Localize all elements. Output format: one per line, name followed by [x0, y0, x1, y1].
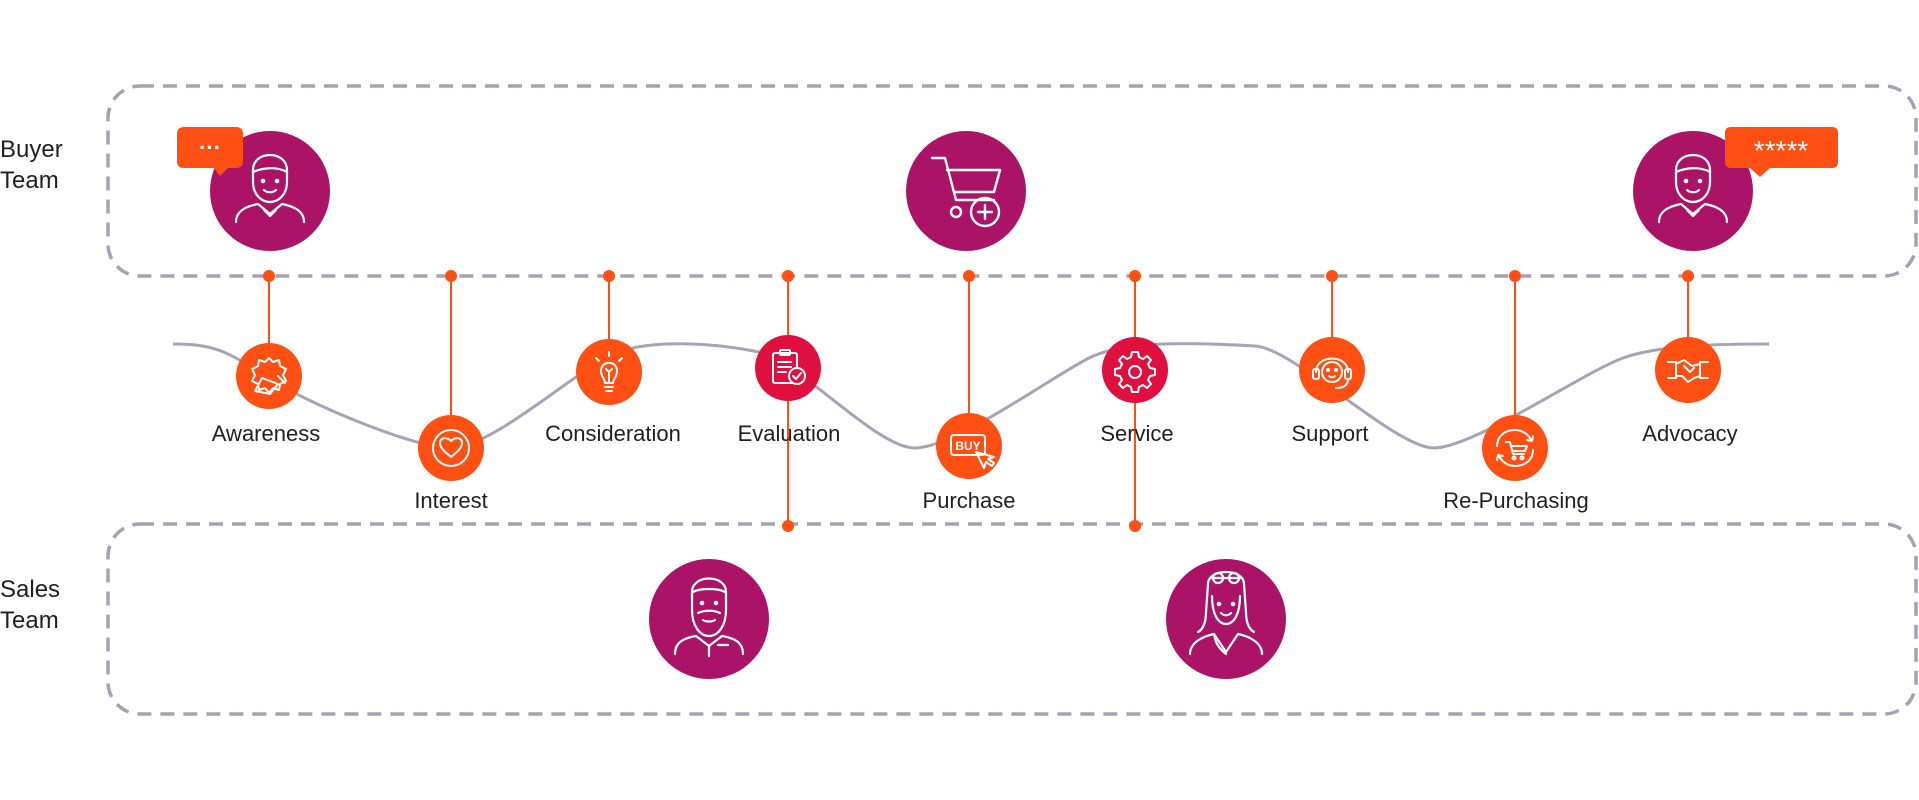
- stage-label-advocacy: Advocacy: [1642, 421, 1737, 446]
- gear-icon: [1114, 351, 1156, 393]
- rating-bubble: *****: [1725, 127, 1838, 177]
- stage-labels: Awareness Interest Consideration Evaluat…: [212, 421, 1738, 513]
- stage-service: [1102, 337, 1168, 403]
- sales-team-box: [106, 522, 1918, 716]
- cart-refresh-icon: [1496, 429, 1534, 467]
- buyer-person-icon: [234, 154, 306, 224]
- sales-avatar-1: [649, 559, 769, 679]
- stage-node: [236, 343, 302, 409]
- svg-text:BUY: BUY: [955, 439, 980, 453]
- buyer-person-icon: [1657, 154, 1729, 224]
- stage-awareness: [236, 343, 302, 409]
- buyer-team-label: Buyer Team: [0, 136, 69, 194]
- stage-label-consideration: Consideration: [545, 421, 681, 446]
- sales-team-label: Sales Team: [0, 576, 67, 634]
- handshake-icon: [1667, 359, 1709, 383]
- stage-label-purchase: Purchase: [923, 488, 1016, 513]
- woman-sunglasses-icon: [1188, 571, 1264, 656]
- chat-bubble: ···: [177, 127, 243, 176]
- buyer-team-box: [106, 84, 1918, 278]
- stage-label-support: Support: [1291, 421, 1368, 446]
- stage-label-re-purchasing: Re-Purchasing: [1443, 488, 1589, 513]
- connector-dots: [263, 270, 1694, 532]
- stage-evaluation: [755, 335, 821, 401]
- buyer-avatar-3: *****: [1633, 127, 1838, 251]
- stage-advocacy: [1655, 337, 1721, 403]
- svg-text:···: ···: [199, 135, 221, 160]
- stage-node: [418, 415, 484, 481]
- sales-avatar-2: [1166, 559, 1286, 679]
- stage-interest: [418, 415, 484, 481]
- stage-node: [1102, 337, 1168, 403]
- stage-label-interest: Interest: [414, 488, 487, 513]
- svg-text:*****: *****: [1754, 135, 1809, 166]
- headset-icon: [1312, 357, 1352, 389]
- stage-node: [1482, 415, 1548, 481]
- stage-consideration: [576, 339, 642, 405]
- clipboard-check-icon: [772, 349, 806, 385]
- heart-icon: [432, 429, 470, 467]
- buyer-avatar-1: ···: [177, 127, 330, 251]
- stage-label-evaluation: Evaluation: [738, 421, 841, 446]
- stage-purchase: BUY: [936, 413, 1002, 479]
- buyer-avatar-2: [906, 131, 1026, 251]
- cart-add-icon: [930, 156, 1002, 228]
- stage-label-service: Service: [1100, 421, 1173, 446]
- stage-re-purchasing: [1482, 415, 1548, 481]
- megaphone-icon: [251, 357, 287, 395]
- stage-node: [1299, 337, 1365, 403]
- lightbulb-icon: [595, 351, 623, 392]
- bearded-man-icon: [673, 577, 745, 658]
- stage-label-awareness: Awareness: [212, 421, 320, 446]
- stage-support: [1299, 337, 1365, 403]
- buy-button-icon: BUY: [950, 434, 995, 469]
